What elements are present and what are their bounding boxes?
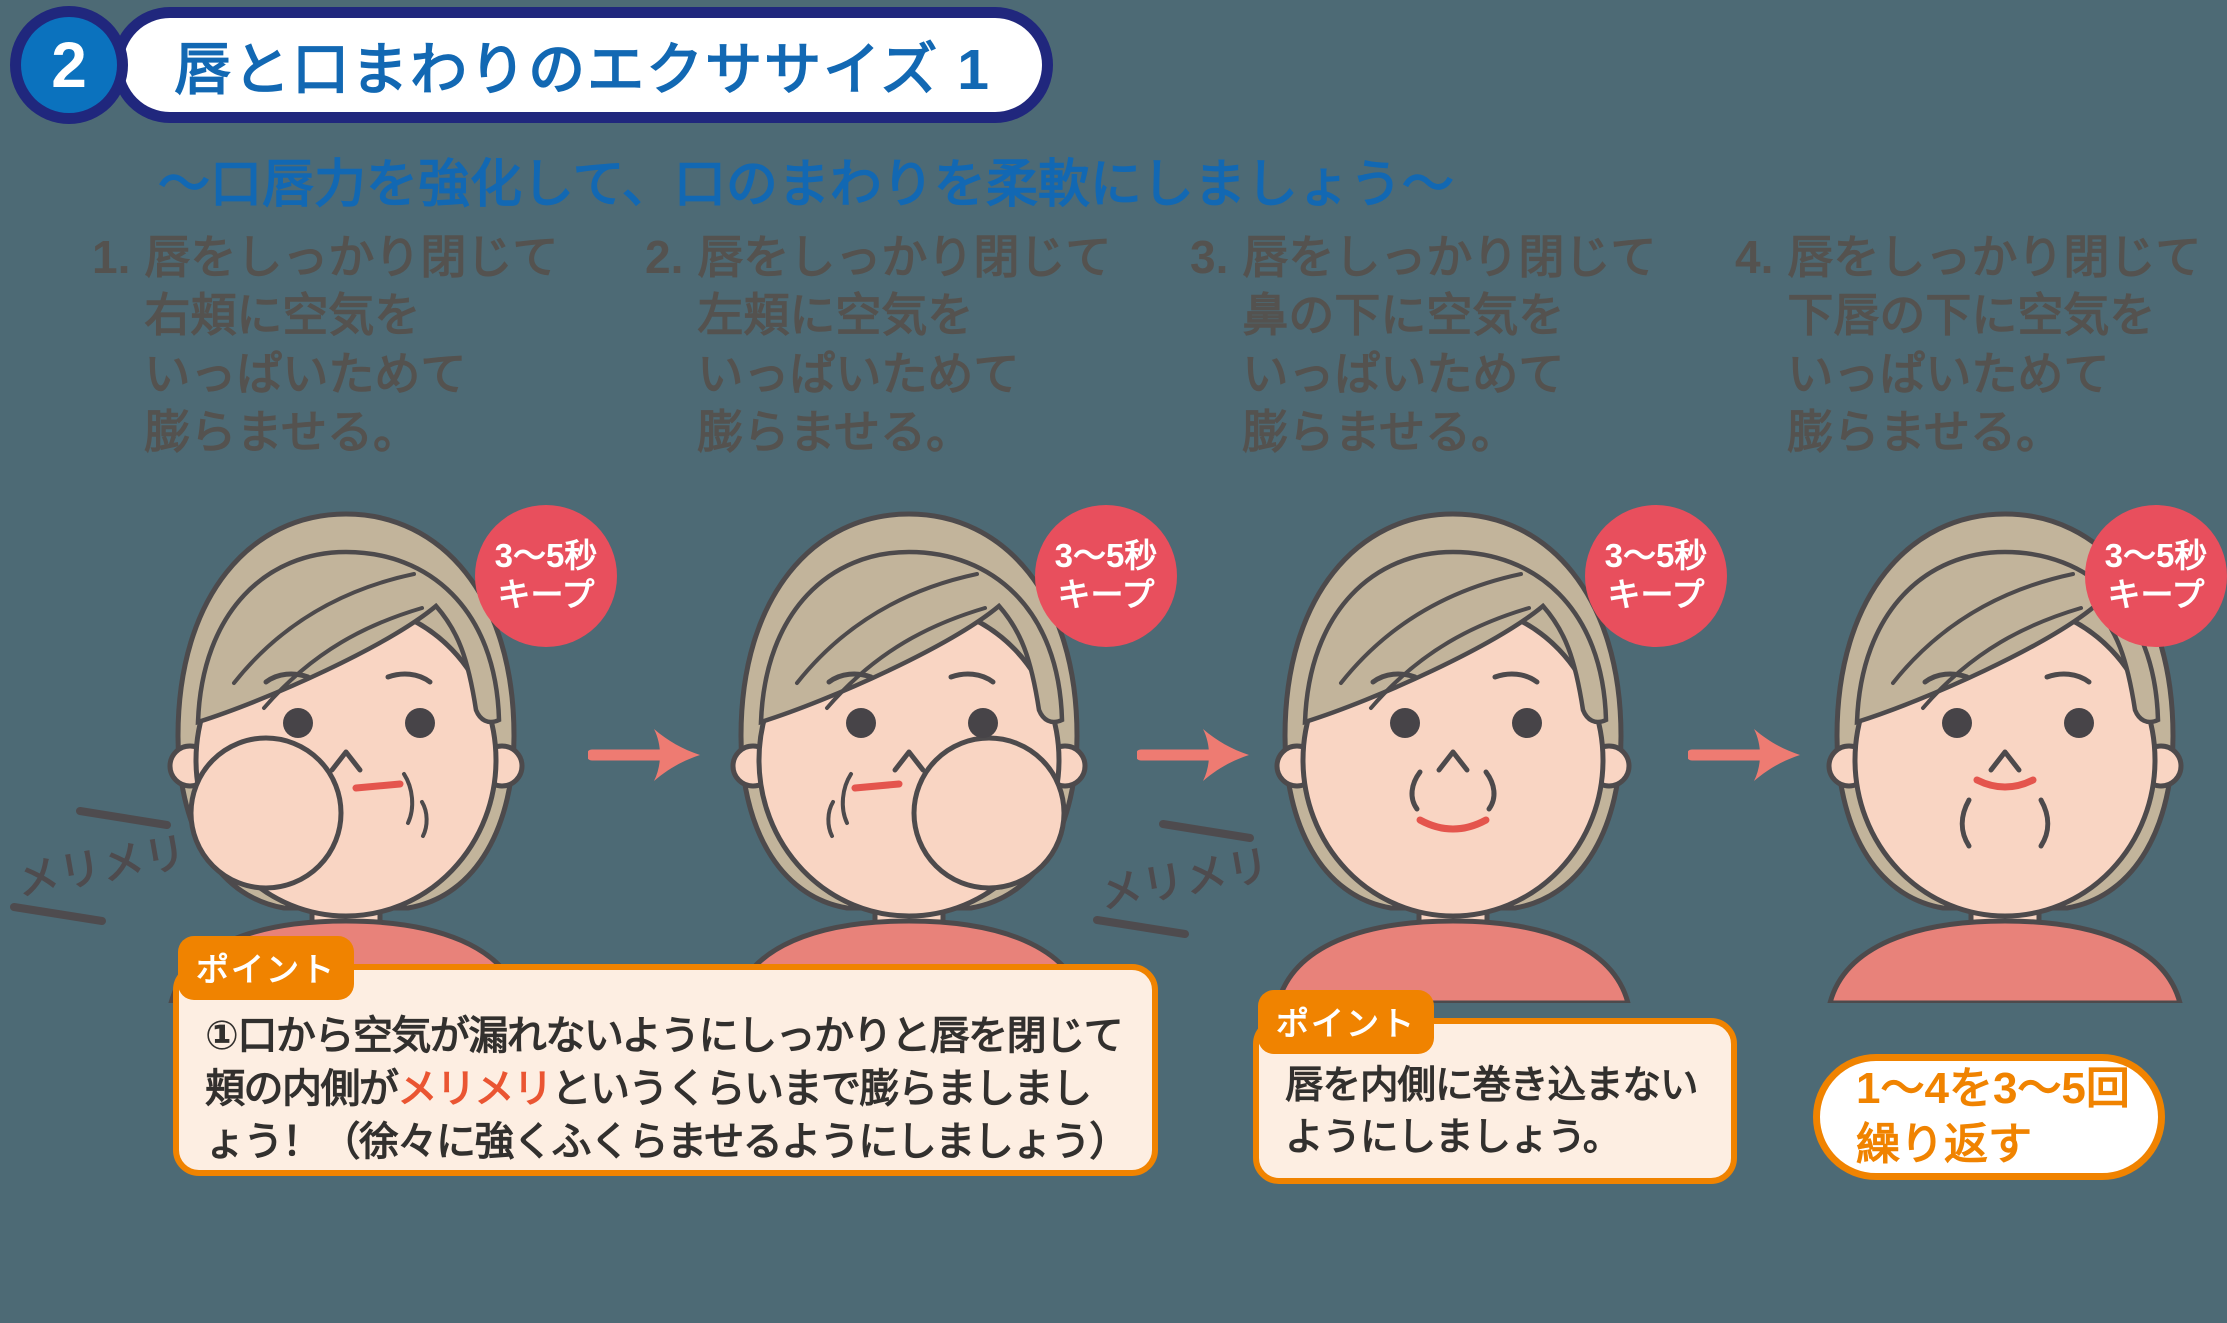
keep-badge-1: 3～5秒 キープ	[475, 505, 617, 647]
sound-effect-text: メリメリ	[13, 828, 191, 904]
keep-badge-3: 3～5秒 キープ	[1585, 505, 1727, 647]
sound-effect-merimeri: メリメリ	[10, 807, 191, 925]
arrow-right-icon	[588, 729, 700, 781]
step-3-number: 3.	[1190, 231, 1229, 283]
step-2-text: 唇をしっかり閉じて 左頬に空気を いっぱいためて 膨らませる。	[697, 231, 1112, 459]
step-3: 3. 唇をしっかり閉じて 鼻の下に空気を いっぱいためて 膨らませる。	[1190, 228, 1725, 462]
section-number: 2	[21, 17, 117, 113]
repeat-note-box: 1～4を3～5回 繰り返す	[1813, 1054, 2165, 1180]
face-illustration-left-cheek-puffed	[679, 468, 1139, 1006]
point-box-1: ①口から空気が漏れないようにしっかりと唇を閉じて頬の内側がメリメリというくらいま…	[173, 964, 1158, 1176]
keep-badge-2: 3～5秒 キープ	[1035, 505, 1177, 647]
page-title: 唇と口まわりのエクササイズ 1	[174, 38, 991, 102]
face-illustration-under-lip-puffed	[1775, 468, 2227, 1006]
point-1-text-before: ①口から空気が漏れないようにしっかりと唇を閉じて頬の内側が	[205, 1014, 1124, 1112]
point-label-2: ポイント	[1258, 990, 1434, 1054]
title-banner: 唇と口まわりのエクササイズ 1	[112, 7, 1053, 123]
step-1: 1. 唇をしっかり閉じて 右頬に空気を いっぱいためて 膨らませる。	[92, 228, 627, 462]
step-1-number: 1.	[92, 231, 131, 283]
point-label-1: ポイント	[178, 936, 354, 1000]
sound-effect-merimeri: メリメリ	[1093, 820, 1274, 938]
step-2: 2. 唇をしっかり閉じて 左頬に空気を いっぱいためて 膨らませる。	[645, 228, 1180, 462]
repeat-note-text: 1～4を3～5回 繰り返す	[1856, 1063, 2130, 1169]
face-illustration-right-cheek-puffed	[116, 468, 576, 1006]
face-illustration-under-nose-puffed	[1223, 468, 1683, 1006]
section-number-badge: 2	[10, 6, 128, 124]
step-4-number: 4.	[1735, 231, 1774, 283]
point-2-text: 唇を内側に巻き込まないようにしましょう。	[1285, 1064, 1699, 1159]
step-3-text: 唇をしっかり閉じて 鼻の下に空気を いっぱいためて 膨らませる。	[1242, 231, 1657, 459]
arrow-right-icon	[1137, 729, 1249, 781]
point-1-text-after: というくらいまで膨らましましょう！（徐々に強くふくらませるようにしましょう）	[205, 1067, 1129, 1165]
keep-badge-4: 3～5秒 キープ	[2085, 505, 2227, 647]
point-box-2: 唇を内側に巻き込まないようにしましょう。	[1253, 1018, 1737, 1184]
step-4-text: 唇をしっかり閉じて 下唇の下に空気を いっぱいためて 膨らませる。	[1787, 231, 2202, 459]
step-4: 4. 唇をしっかり閉じて 下唇の下に空気を いっぱいためて 膨らませる。	[1735, 228, 2227, 462]
sound-effect-text: メリメリ	[1096, 841, 1274, 917]
page-subtitle: ～口唇力を強化して、口のまわりを柔軟にしましょう～	[158, 156, 1454, 214]
step-1-text: 唇をしっかり閉じて 右頬に空気を いっぱいためて 膨らませる。	[144, 231, 559, 459]
point-1-highlight: メリメリ	[397, 1067, 554, 1112]
arrow-right-icon	[1688, 729, 1800, 781]
step-2-number: 2.	[645, 231, 684, 283]
